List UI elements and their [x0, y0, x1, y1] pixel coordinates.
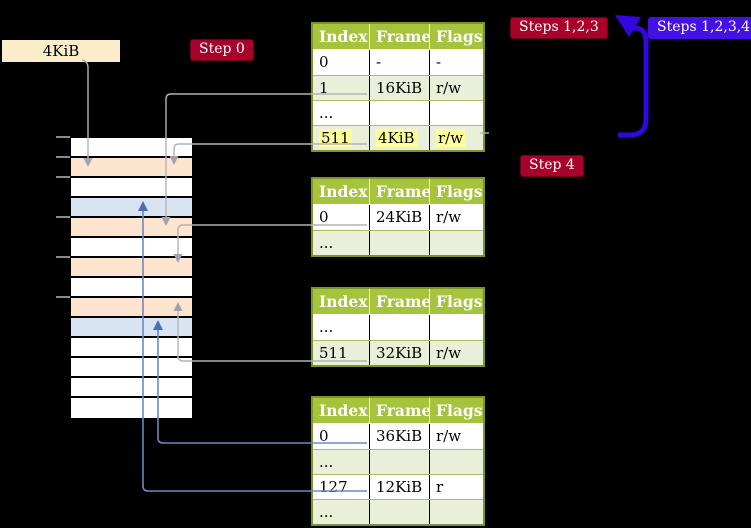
page-table-1: Index Frame Flags 0 - - 1 16KiB r/w ... …: [311, 22, 485, 152]
header-index: Index: [319, 27, 368, 46]
memory-row-5-white: [71, 238, 192, 258]
memory-row-0-white: [71, 138, 192, 158]
cell-index: ...: [319, 234, 334, 252]
table-header-row: Index Frame Flags: [313, 289, 483, 315]
table-row: ...: [313, 499, 483, 524]
cell-index: 127: [319, 478, 348, 496]
memory-tick: [56, 136, 70, 138]
memory-tick: [56, 176, 70, 178]
memory-column: [70, 137, 193, 419]
table-row: ...: [313, 315, 483, 340]
cell-index: ...: [319, 453, 334, 471]
cell-index: ...: [319, 503, 334, 521]
cell-frame: 24KiB: [376, 208, 423, 226]
cell-flags: r/w: [436, 129, 466, 147]
header-index: Index: [319, 401, 368, 420]
badge-step-0: Step 0: [190, 39, 254, 61]
cell-index: 0: [319, 53, 329, 71]
cell-frame: 36KiB: [376, 427, 423, 445]
page-table-2: Index Frame Flags 0 24KiB r/w ...: [311, 177, 485, 257]
memory-tick: [56, 256, 70, 258]
memory-row-7-white: [71, 278, 192, 298]
cell-index: 511: [319, 129, 352, 147]
cell-flags: r/w: [436, 208, 462, 226]
table-row: 511 32KiB r/w: [313, 340, 483, 365]
table-header-row: Index Frame Flags: [313, 179, 483, 205]
memory-row-13-white: [71, 398, 192, 418]
table-header-row: Index Frame Flags: [313, 398, 483, 424]
header-frame: Frame: [369, 289, 429, 314]
cell-index: ...: [319, 318, 334, 336]
cell-index: ...: [319, 104, 334, 122]
recursive-loop-arrow: [615, 15, 649, 138]
memory-row-4-peach: [71, 218, 192, 238]
cell-flags: -: [436, 53, 442, 71]
badge-steps-1-2-3-4: Steps 1,2,3,4: [648, 17, 751, 39]
cell-frame: 16KiB: [376, 79, 423, 97]
page-table-4: Index Frame Flags 0 36KiB r/w ... 127 12…: [311, 396, 485, 526]
page-table-3: Index Frame Flags ... 511 32KiB r/w: [311, 287, 485, 367]
frame-size-label: 4KiB: [2, 40, 120, 62]
memory-row-8-peach: [71, 298, 192, 318]
memory-row-2-white: [71, 178, 192, 198]
memory-row-12-white: [71, 378, 192, 398]
cell-index: 0: [319, 208, 329, 226]
header-index: Index: [319, 292, 368, 311]
memory-row-1-peach: [71, 158, 192, 178]
memory-row-6-peach: [71, 258, 192, 278]
cell-frame: -: [376, 53, 382, 71]
cell-frame: 12KiB: [376, 478, 423, 496]
table-row: 0 36KiB r/w: [313, 424, 483, 449]
cell-flags: r/w: [436, 427, 462, 445]
memory-row-3-blue: [71, 198, 192, 218]
memory-tick: [56, 216, 70, 218]
memory-row-11-white: [71, 358, 192, 378]
header-flags: Flags: [429, 398, 483, 423]
cell-frame: 4KiB: [376, 129, 417, 147]
header-frame: Frame: [369, 24, 429, 49]
cell-index: 1: [319, 79, 329, 97]
memory-tick: [56, 156, 70, 158]
memory-tick: [56, 296, 70, 298]
cell-frame: 32KiB: [376, 344, 423, 362]
table-row: 0 24KiB r/w: [313, 205, 483, 230]
table-row: ...: [313, 100, 483, 125]
header-flags: Flags: [429, 179, 483, 204]
badge-step-4: Step 4: [520, 155, 584, 177]
up-left-arrowhead-icon: [615, 15, 641, 37]
cell-flags: r: [436, 478, 444, 496]
cell-index: 0: [319, 427, 329, 445]
header-frame: Frame: [369, 179, 429, 204]
table-row: 0 - -: [313, 50, 483, 75]
cell-flags: r/w: [436, 79, 462, 97]
badge-steps-1-2-3: Steps 1,2,3: [510, 17, 608, 39]
cell-index: 511: [319, 344, 348, 362]
table-row: ...: [313, 230, 483, 255]
header-index: Index: [319, 182, 368, 201]
table-row-highlighted: 511 4KiB r/w: [313, 125, 483, 150]
memory-row-9-blue: [71, 318, 192, 338]
table-row: ...: [313, 449, 483, 474]
table-row: 1 16KiB r/w: [313, 75, 483, 100]
cell-flags: r/w: [436, 344, 462, 362]
header-flags: Flags: [429, 24, 483, 49]
table-row: 127 12KiB r: [313, 474, 483, 499]
header-frame: Frame: [369, 398, 429, 423]
table-header-row: Index Frame Flags: [313, 24, 483, 50]
memory-row-10-white: [71, 338, 192, 358]
header-flags: Flags: [429, 289, 483, 314]
